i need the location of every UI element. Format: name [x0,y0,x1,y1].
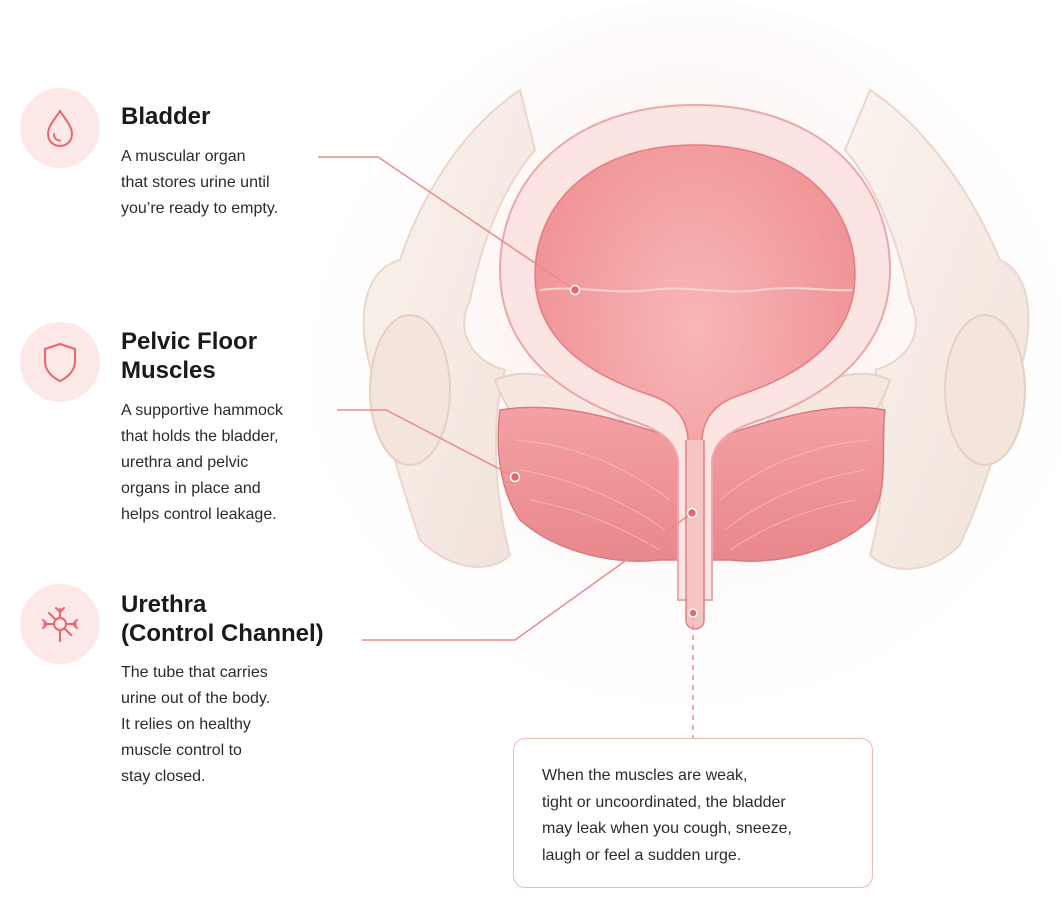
urethra-leader-line [362,512,693,641]
bladder-description: A muscular organ that stores urine until… [121,148,279,217]
water-drop-icon [46,109,74,148]
bladder-pointer-dot [569,284,581,296]
muscles-pointer-dot [509,471,521,483]
bladder-title: Bladder [121,103,211,130]
urine-level-line [539,287,853,293]
hip-socket-right [944,314,1026,466]
muscles-title: Pelvic Floor Muscles [121,328,258,384]
weak-muscle-callout: When the muscles are weak, tight or unco… [513,738,873,888]
callout-text: When the muscles are weak, tight or unco… [542,767,792,864]
urethra-description: The tube that carries urine out of the b… [121,664,271,785]
muscles-description: A supportive hammock that holds the blad… [121,402,283,523]
urethra-icon-badge [20,584,100,664]
bladder-leader-line [318,156,576,291]
muscles-icon-badge [20,322,100,402]
urethra-exit-dot [688,608,698,618]
muscle-fibers [514,439,871,551]
leader-dots [509,284,698,618]
urethra-tube [685,440,705,630]
muscles-leader-line [337,409,516,478]
nerve-cell-icon [42,607,78,642]
bladder-icon-badge [20,88,100,168]
shield-icon [44,343,76,382]
urethra-title: Urethra (Control Channel) [121,591,324,647]
leader-lines [318,156,694,738]
urethra-pointer-dot [686,507,698,519]
hip-socket-left [369,314,451,466]
